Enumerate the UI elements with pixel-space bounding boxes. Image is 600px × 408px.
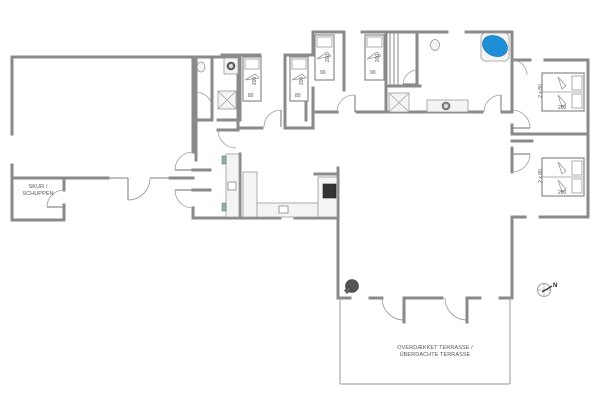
bedroom-1-2: [238, 53, 315, 130]
bedroom-3-4: [311, 30, 388, 114]
bed-3-length: 200: [325, 53, 332, 63]
bed-2-width: 80: [295, 93, 301, 99]
bed-4-width: 90: [370, 70, 376, 76]
terrace-label: OVERDÆKKET TERRASSE / ÜBERDACHTE TERRASS…: [375, 345, 495, 359]
appliance-icon: [221, 155, 227, 165]
toilet-icon: [196, 61, 206, 73]
bed-3-width: 90: [320, 70, 326, 76]
bed-6-width: 2 x 80: [537, 169, 544, 183]
stove-icon: [322, 183, 337, 199]
bed-5-length: 200: [558, 105, 567, 111]
sink-icon: [227, 181, 237, 191]
bed-4-length: 200: [375, 53, 382, 63]
house-walls: [191, 30, 590, 324]
shed-label-line1: SKUR /: [28, 184, 48, 190]
shed-room: [10, 55, 195, 222]
terrace-label-line2: ÜBERDACHTE TERRASSE: [399, 352, 471, 358]
hot-tub-water: [482, 35, 508, 57]
entrance-door: [174, 151, 212, 209]
bed-1-length: 200: [252, 76, 259, 86]
bed-1-width: 80: [248, 93, 254, 99]
covered-terrace: [339, 298, 511, 385]
toilet-icon: [430, 39, 440, 51]
appliance-icon: [221, 202, 227, 212]
bedroom-5-6: [541, 72, 585, 197]
bed-6-length: 200: [558, 190, 567, 196]
shed-label: SKUR / SCHUPPEN: [14, 184, 62, 198]
kitchen-counter-l: [242, 171, 258, 218]
bed-5-width: 2 x 80: [537, 84, 544, 98]
sink-icon: [278, 205, 289, 214]
kitchen: [216, 128, 340, 220]
compass-north-label: N: [553, 283, 558, 289]
bathroom-1: [194, 55, 240, 132]
bathroom-2: [384, 31, 528, 114]
wood-stove: [344, 279, 359, 294]
kitchen-counter-bottom: [256, 202, 325, 218]
shed-label-line2: SCHUPPEN: [22, 191, 54, 197]
compass-icon: [536, 282, 553, 298]
bed-2-length: 200: [299, 76, 306, 86]
terrace-label-line1: OVERDÆKKET TERRASSE /: [397, 345, 473, 351]
